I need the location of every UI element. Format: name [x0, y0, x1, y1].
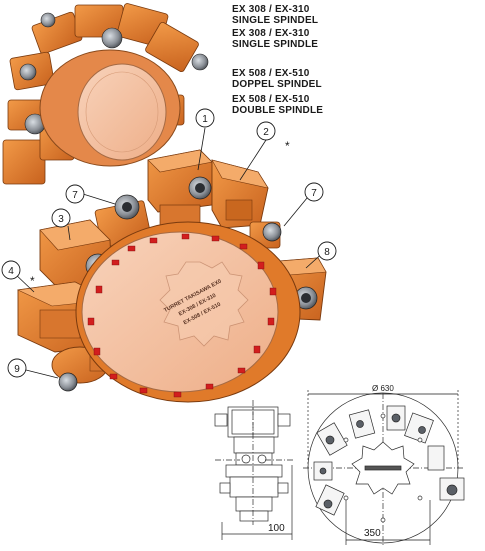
callout-9: 9 [7, 358, 27, 378]
model-label-2: SINGLE SPINDEL [232, 15, 319, 26]
asterisk-4: * [30, 274, 35, 288]
callout-3: 3 [51, 208, 71, 228]
svg-text:9: 9 [14, 364, 20, 375]
svg-text:7: 7 [72, 190, 78, 201]
dim-offset-value: 100 [268, 523, 285, 534]
model-label-7: EX 508 / EX-510 [232, 94, 310, 105]
model-label-5: EX 508 / EX-510 [232, 68, 310, 79]
callout-7-right: 7 [304, 182, 324, 202]
callout-1: 1 [195, 108, 215, 128]
model-label-4: SINGLE SPINDLE [232, 39, 319, 50]
asterisk-2: * [285, 139, 290, 153]
rear-turret-assembly [2, 3, 209, 185]
rear-turret-face [77, 63, 167, 161]
svg-text:3: 3 [58, 214, 64, 225]
callout-7-left: 7 [65, 184, 85, 204]
model-label-6: DOPPEL SPINDEL [232, 79, 322, 90]
dim-diameter-value: Ø 630 [372, 384, 394, 393]
model-label-3: EX 308 / EX-310 [232, 28, 310, 39]
svg-text:2: 2 [263, 127, 269, 138]
front-turret-assembly: TURRET TAKISAWA EX0 EX-308 / EX-310 EX-5… [16, 149, 327, 403]
callout-4: 4 [1, 260, 21, 280]
turret-slot-marks [87, 233, 277, 398]
svg-text:1: 1 [202, 114, 208, 125]
tool-block-2 [211, 159, 269, 229]
dim-width-value: 350 [364, 528, 381, 539]
svg-text:7: 7 [311, 188, 317, 199]
model-label-1: EX 308 / EX-310 [232, 4, 310, 15]
model-label-8: DOUBLE SPINDLE [232, 105, 324, 116]
side-view-drawing [214, 400, 295, 540]
turret-index-ring [159, 261, 249, 347]
callout-8: 8 [317, 241, 337, 261]
front-view-drawing [303, 390, 465, 545]
svg-text:4: 4 [8, 266, 14, 277]
svg-text:8: 8 [324, 247, 330, 258]
callout-2: 2 [256, 121, 276, 141]
